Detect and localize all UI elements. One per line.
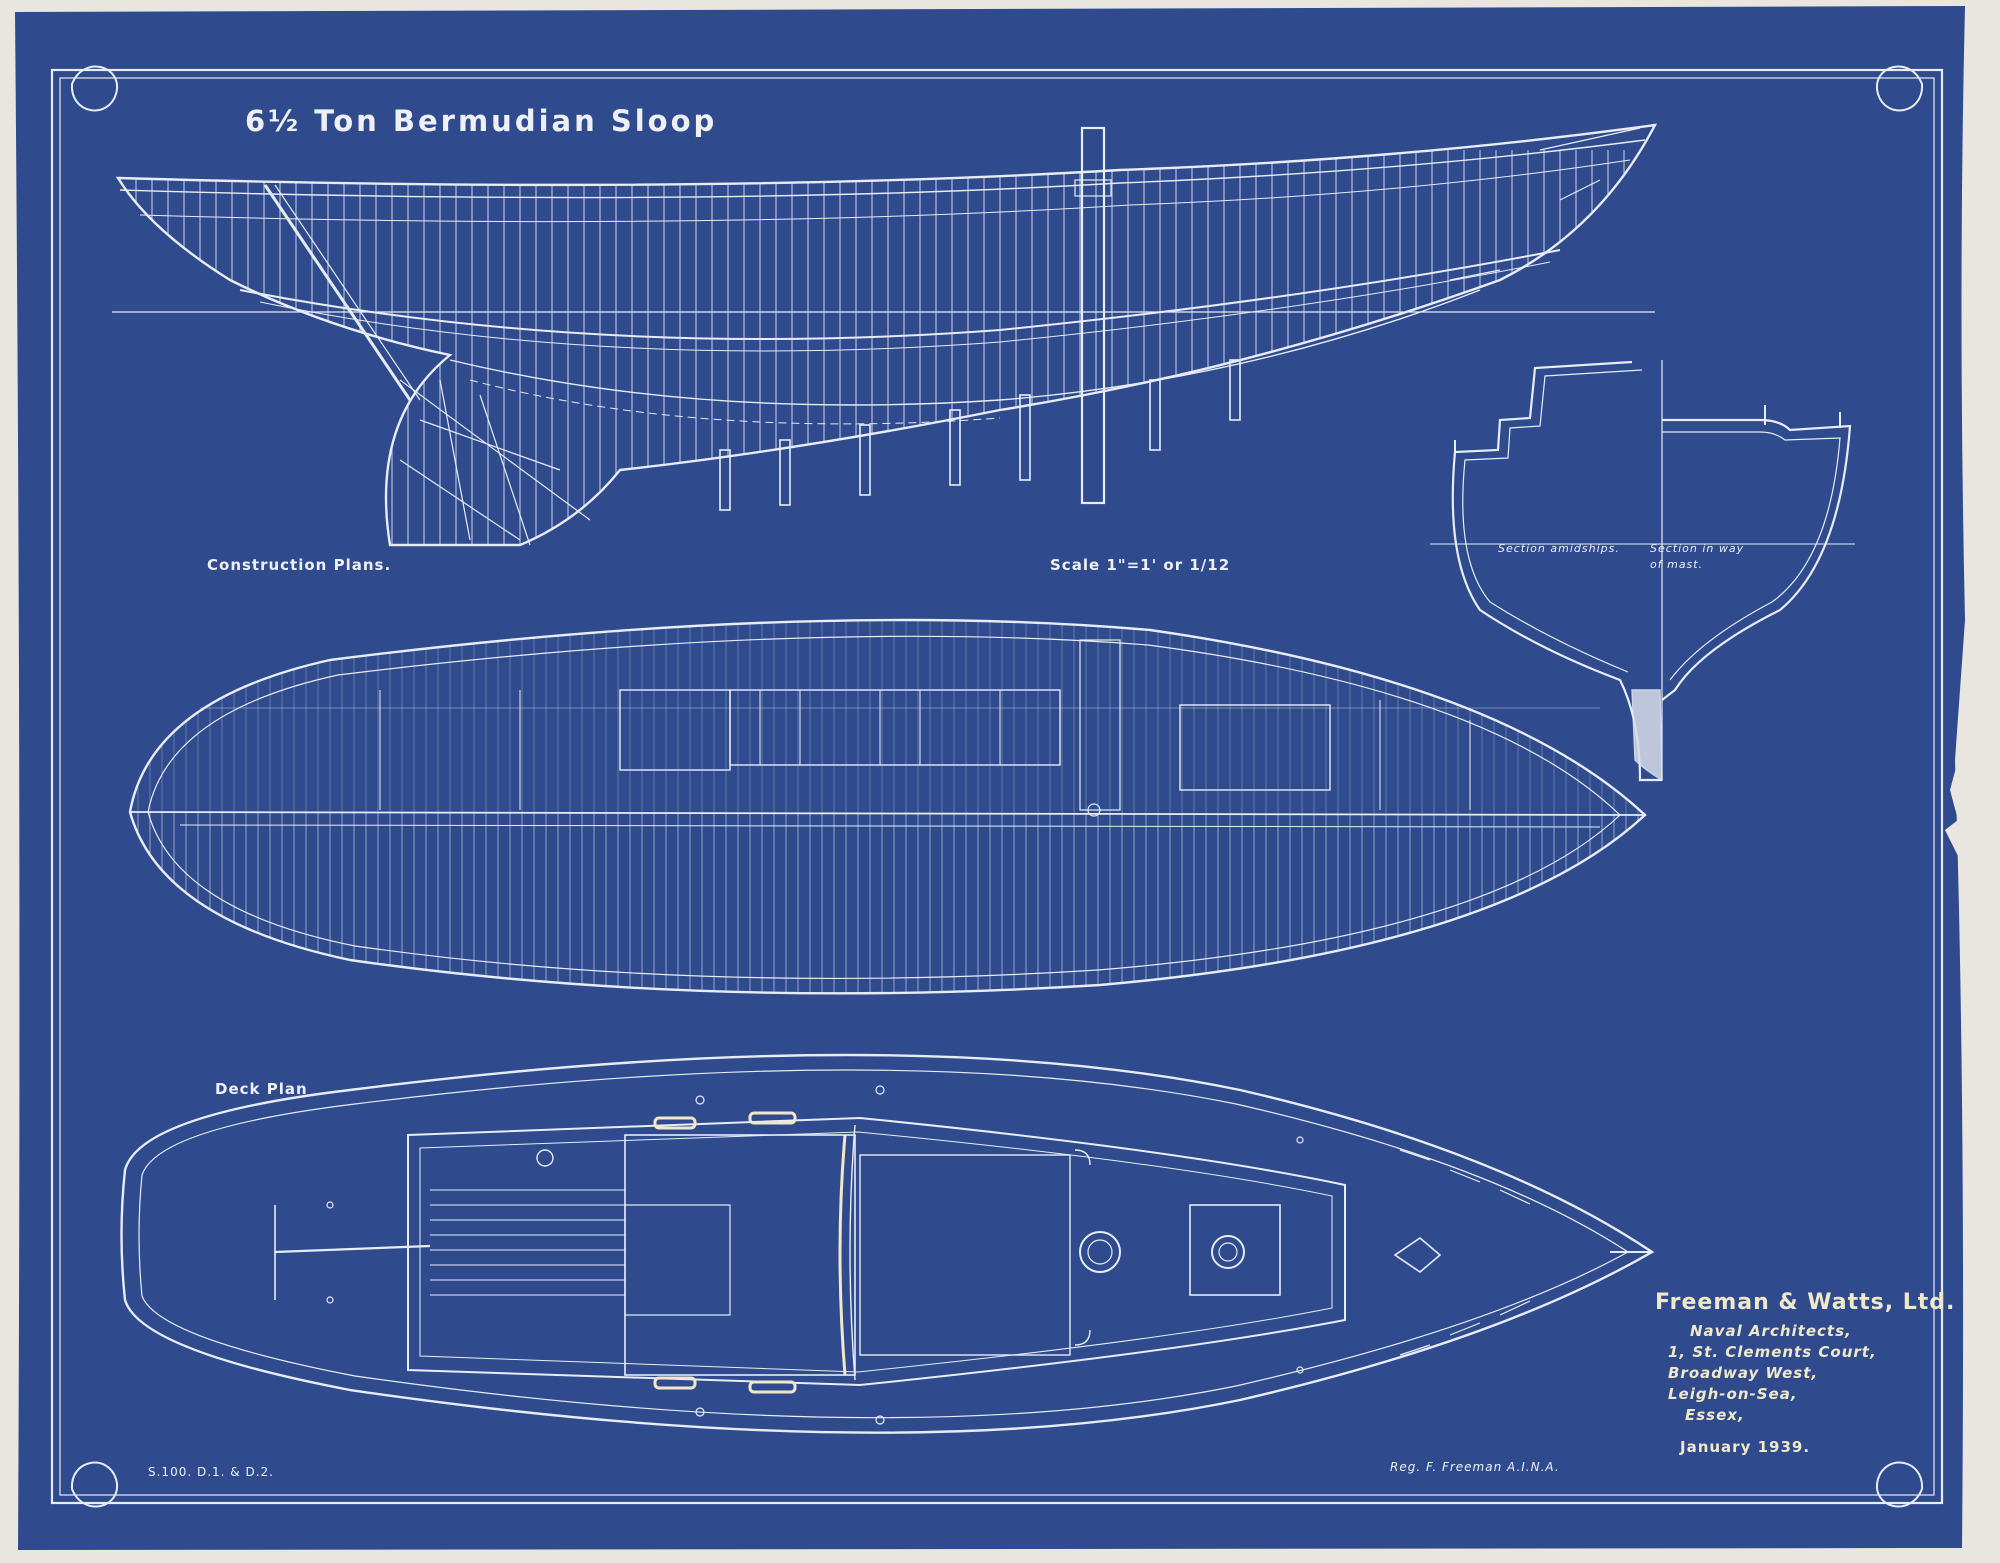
drawing-reference: S.100. D.1. & D.2. (148, 1465, 274, 1479)
firm-name: Freeman & Watts, Ltd. (1655, 1290, 1956, 1315)
drawing-title: 6½ Ton Bermudian Sloop (245, 104, 718, 138)
firm-address-line: Leigh-on-Sea, (1668, 1385, 1798, 1403)
signature: Reg. F. Freeman A.I.N.A. (1390, 1460, 1560, 1474)
section-mast-label-line2: of mast. (1650, 558, 1704, 571)
drawing-date: January 1939. (1680, 1438, 1811, 1456)
construction-plans-label: Construction Plans. (207, 556, 392, 574)
paper-tear (1945, 745, 1962, 860)
firm-address-line: Essex, (1685, 1406, 1745, 1424)
firm-address-line: Broadway West, (1668, 1364, 1819, 1382)
scale-label: Scale 1"=1' or 1/12 (1050, 556, 1231, 574)
section-mast-label-line1: Section in way (1650, 542, 1745, 555)
border-frame (50, 65, 1944, 1508)
firm-address-line: 1, St. Clements Court, (1668, 1343, 1877, 1361)
deck-plan-view (120, 1053, 1655, 1434)
deck-plan-label: Deck Plan (215, 1080, 308, 1098)
section-views (1430, 360, 1855, 782)
firm-address-line: Naval Architects, (1690, 1322, 1852, 1340)
section-amidships-label: Section amidships. (1498, 542, 1620, 555)
